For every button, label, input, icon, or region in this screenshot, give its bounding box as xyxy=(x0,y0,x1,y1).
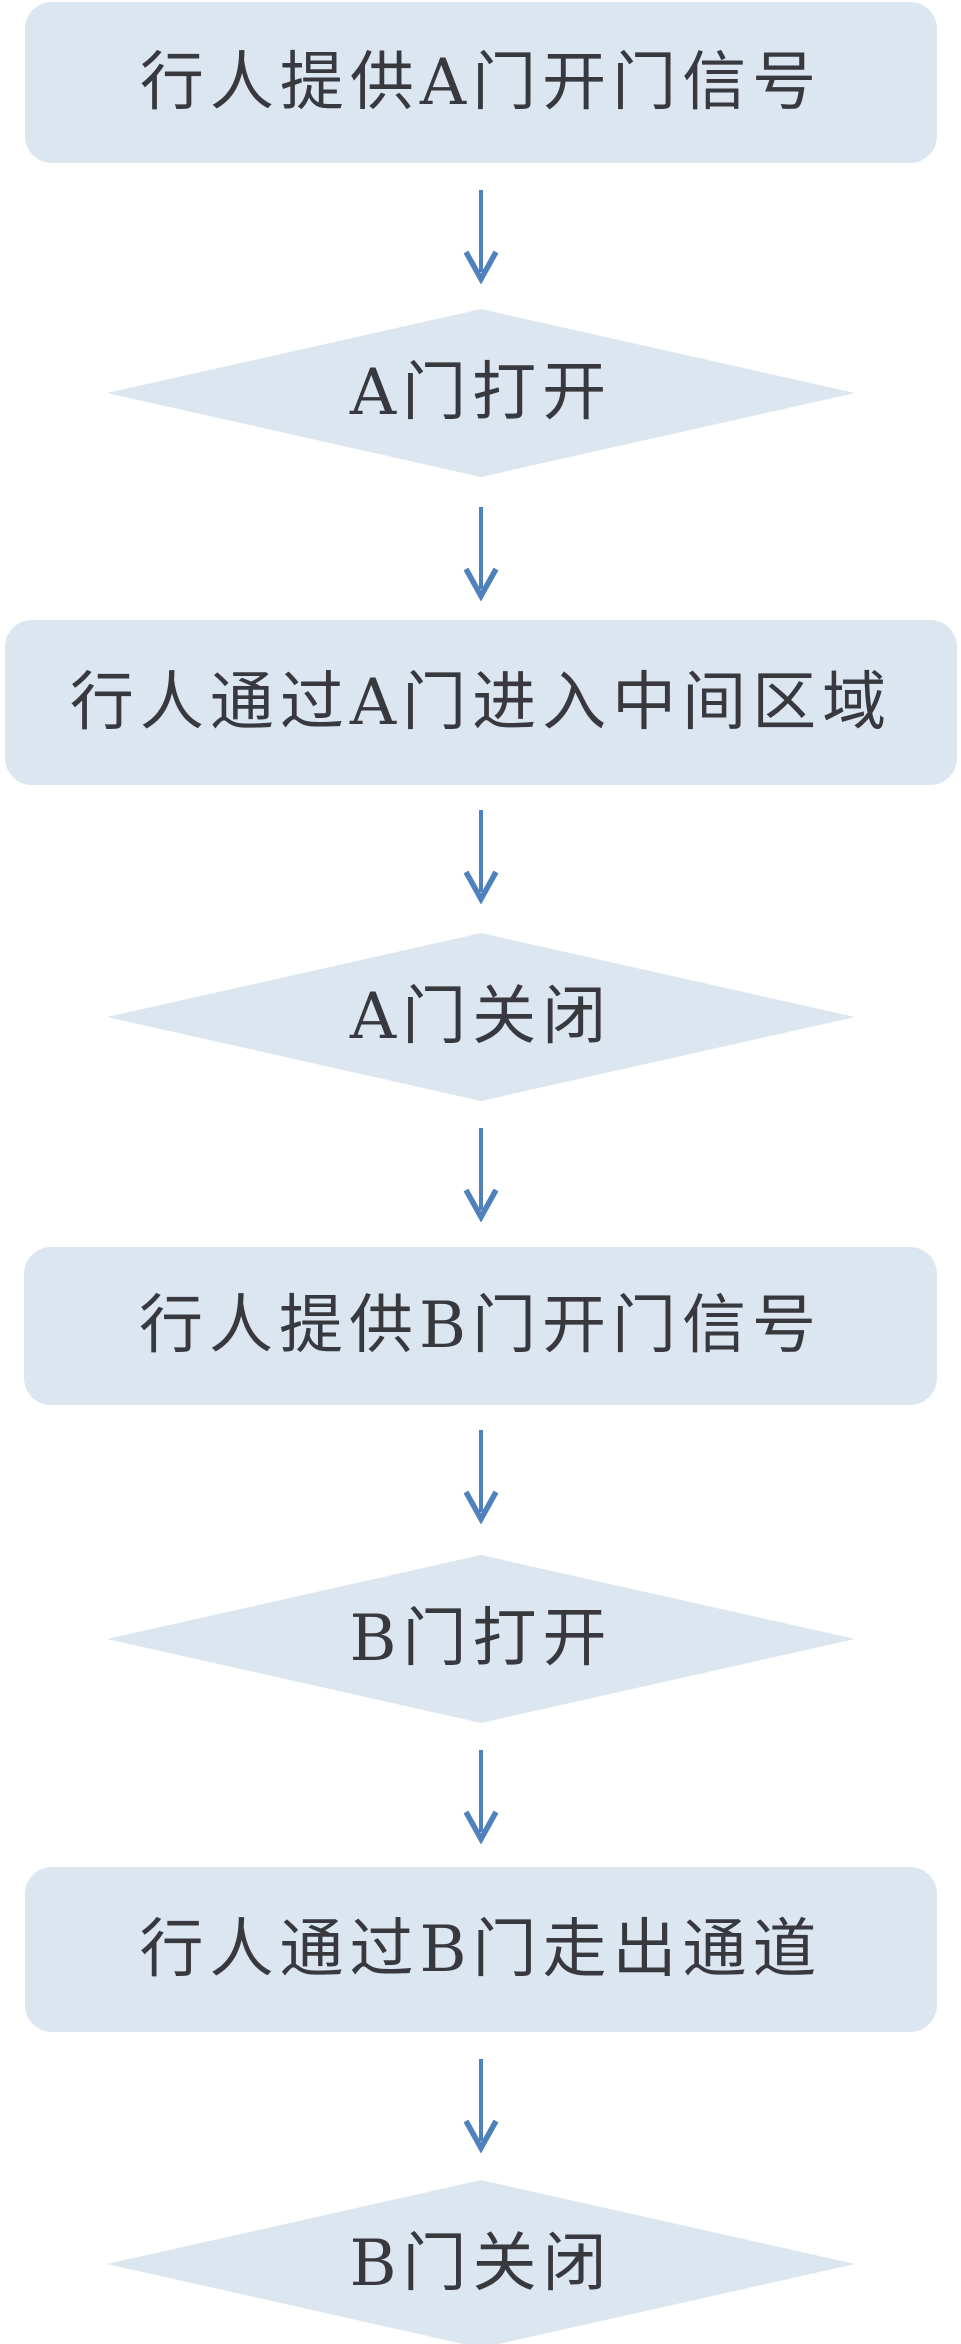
down-arrow xyxy=(463,1750,499,1844)
decision-step-door-a-closed: A门关闭 xyxy=(107,933,855,1101)
decision-step-door-a-open: A门打开 xyxy=(107,309,855,477)
process-step-pass-door-a-enter-middle-area: 行人通过A门进入中间区域 xyxy=(5,620,957,785)
down-arrow xyxy=(463,1128,499,1222)
process-step-pass-door-b-exit-channel: 行人通过B门走出通道 xyxy=(25,1867,937,2032)
decision-step-label: B门关闭 xyxy=(349,2227,613,2301)
decision-step-label: B门打开 xyxy=(349,1602,613,1676)
process-step-provide-door-a-signal: 行人提供A门开门信号 xyxy=(25,2,937,163)
down-arrow xyxy=(463,2059,499,2153)
down-arrow xyxy=(463,507,499,601)
decision-step-label: A门打开 xyxy=(349,356,613,430)
process-step-label: 行人通过B门走出通道 xyxy=(139,1912,823,1987)
process-step-label: 行人提供A门开门信号 xyxy=(139,45,823,120)
process-step-label: 行人提供B门开门信号 xyxy=(138,1289,823,1363)
decision-step-door-b-open: B门打开 xyxy=(107,1555,855,1723)
decision-step-label: A门关闭 xyxy=(349,980,613,1054)
down-arrow xyxy=(463,1430,499,1524)
down-arrow xyxy=(463,810,499,904)
process-step-label: 行人通过A门进入中间区域 xyxy=(69,665,893,740)
decision-step-door-b-closed: B门关闭 xyxy=(107,2180,855,2344)
down-arrow xyxy=(463,190,499,284)
process-step-provide-door-b-signal: 行人提供B门开门信号 xyxy=(24,1247,937,1405)
